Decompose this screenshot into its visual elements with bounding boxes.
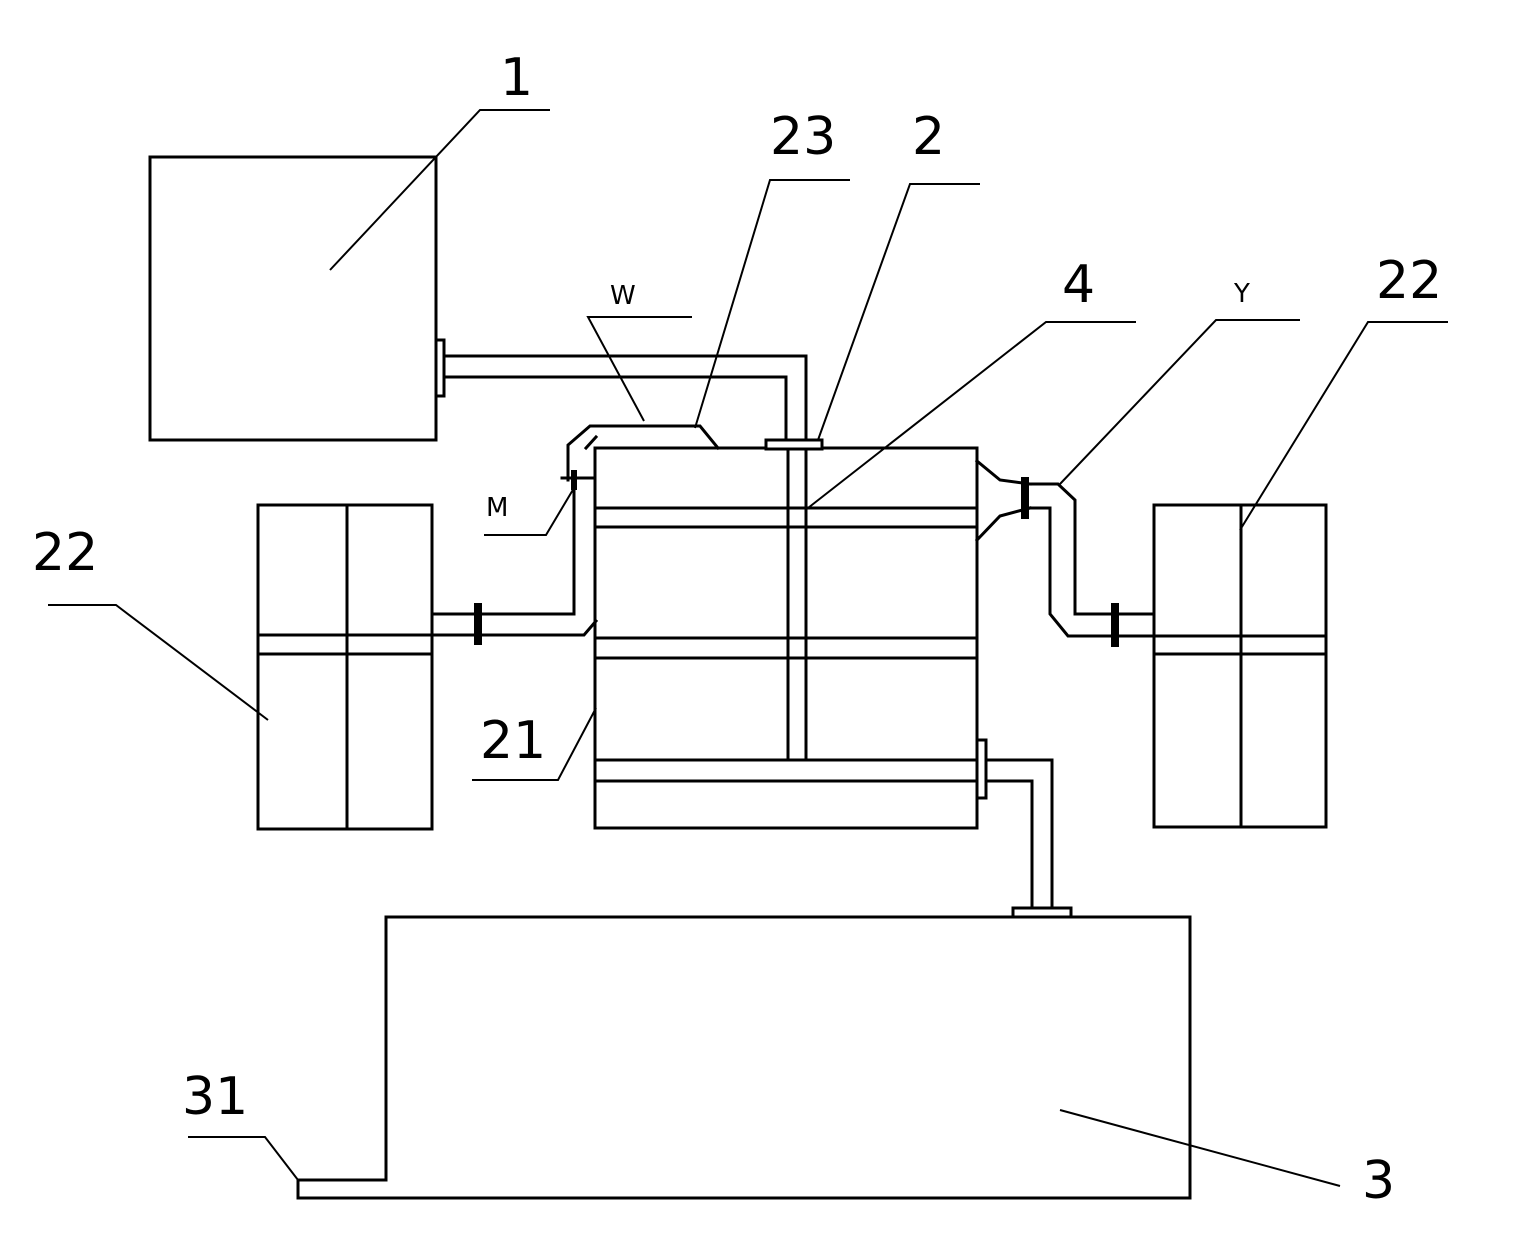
label-2: 2 xyxy=(912,107,945,167)
label-21: 21 xyxy=(480,711,546,771)
label-23: 23 xyxy=(770,107,836,167)
component-1-box xyxy=(148,155,438,442)
label-m: M xyxy=(486,493,508,523)
hood-23 xyxy=(566,424,721,482)
label-4: 4 xyxy=(1062,255,1095,315)
label-1: 1 xyxy=(500,48,533,108)
label-3: 3 xyxy=(1362,1151,1395,1211)
label-y: Y xyxy=(1233,279,1250,309)
hood-23-inner xyxy=(583,434,599,451)
pipe-1-to-2 xyxy=(442,354,808,444)
pipe-unit-to-left-22 xyxy=(430,486,599,645)
component-3-tank xyxy=(296,915,1192,1200)
leader-lines xyxy=(48,109,1448,1187)
component-22-right xyxy=(1152,503,1328,829)
label-22-left: 22 xyxy=(32,523,98,583)
label-w: W xyxy=(610,281,636,311)
label-22-right: 22 xyxy=(1376,251,1442,311)
component-1-outlet-flange xyxy=(434,338,446,398)
pipe-unit-to-right-22 xyxy=(974,458,1156,647)
label-31: 31 xyxy=(182,1067,248,1127)
component-22-left xyxy=(256,503,434,831)
pipe-unit-to-3 xyxy=(975,738,1073,919)
fitting-m xyxy=(560,470,596,490)
component-2-unit xyxy=(593,438,979,830)
